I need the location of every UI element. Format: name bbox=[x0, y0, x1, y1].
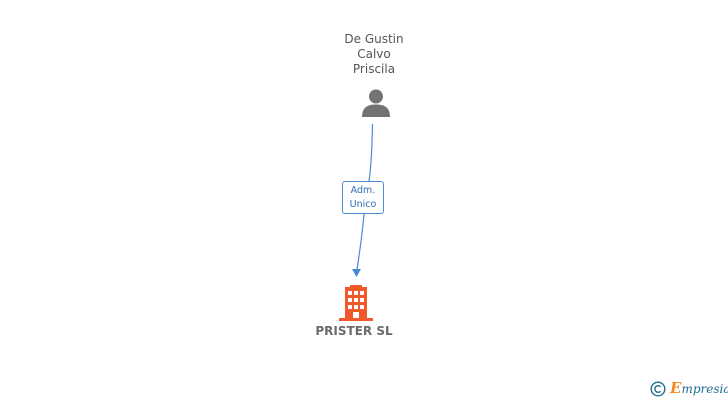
copyright-icon bbox=[650, 381, 666, 397]
person-name-line: Priscila bbox=[352, 62, 396, 76]
role-line: Adm. bbox=[350, 185, 376, 196]
brand-logo-text: mpresia bbox=[681, 382, 728, 396]
brand-logo[interactable]: Empresia bbox=[670, 379, 728, 398]
person-name-line: De Gustin bbox=[344, 32, 404, 46]
role-line: Unico bbox=[349, 199, 377, 210]
company-name[interactable]: PRISTER SL bbox=[315, 324, 393, 338]
role-badge[interactable]: Adm. Unico bbox=[342, 181, 384, 214]
person-icon[interactable] bbox=[361, 88, 391, 118]
brand-logo-initial: E bbox=[670, 379, 682, 397]
person-name[interactable]: De Gustin Calvo Priscila bbox=[323, 32, 425, 77]
arrow-head-icon bbox=[352, 269, 361, 277]
building-icon[interactable] bbox=[339, 285, 373, 321]
person-name-line: Calvo bbox=[357, 47, 391, 61]
